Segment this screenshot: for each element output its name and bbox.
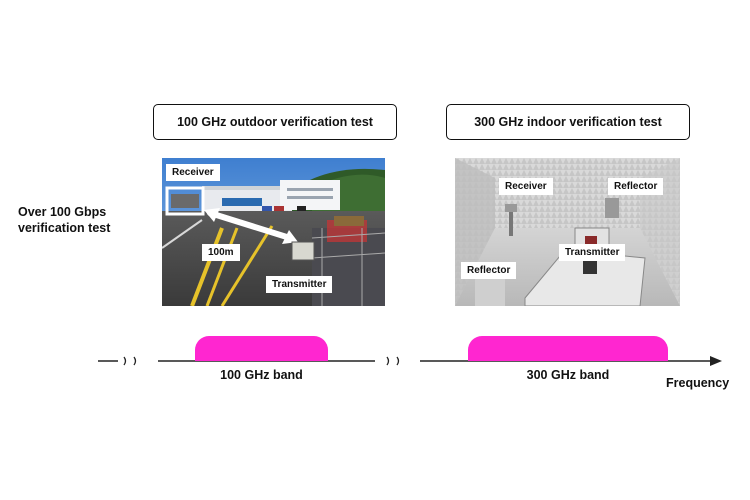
band-300ghz xyxy=(468,336,668,361)
band-100ghz-label: 100 GHz band xyxy=(195,368,328,382)
indoor-test-photo: Receiver Reflector Transmitter Reflector xyxy=(455,158,680,306)
side-label-line2: verification test xyxy=(18,220,138,236)
outdoor-transmitter-label: Transmitter xyxy=(266,276,332,293)
axis-arrow-icon xyxy=(710,356,722,366)
outdoor-distance-label: 100m xyxy=(202,244,240,261)
outdoor-test-photo: Receiver 100m Transmitter xyxy=(162,158,385,306)
outdoor-test-title-text: 100 GHz outdoor verification test xyxy=(177,115,373,129)
indoor-test-title-text: 300 GHz indoor verification test xyxy=(474,115,662,129)
indoor-reflector-top-label: Reflector xyxy=(608,178,663,195)
band-100ghz xyxy=(195,336,328,361)
indoor-receiver-label: Receiver xyxy=(499,178,553,195)
indoor-test-title: 300 GHz indoor verification test xyxy=(446,104,690,140)
axis-break-icon xyxy=(387,357,399,365)
indoor-transmitter-label: Transmitter xyxy=(559,244,625,261)
side-label: Over 100 Gbps verification test xyxy=(18,204,138,236)
axis-break-icon xyxy=(124,357,136,365)
band-300ghz-label: 300 GHz band xyxy=(468,368,668,382)
frequency-axis-label: Frequency xyxy=(666,376,729,390)
indoor-reflector-bottom-label: Reflector xyxy=(461,262,516,279)
outdoor-test-title: 100 GHz outdoor verification test xyxy=(153,104,397,140)
side-label-line1: Over 100 Gbps xyxy=(18,204,138,220)
outdoor-receiver-label: Receiver xyxy=(166,164,220,181)
